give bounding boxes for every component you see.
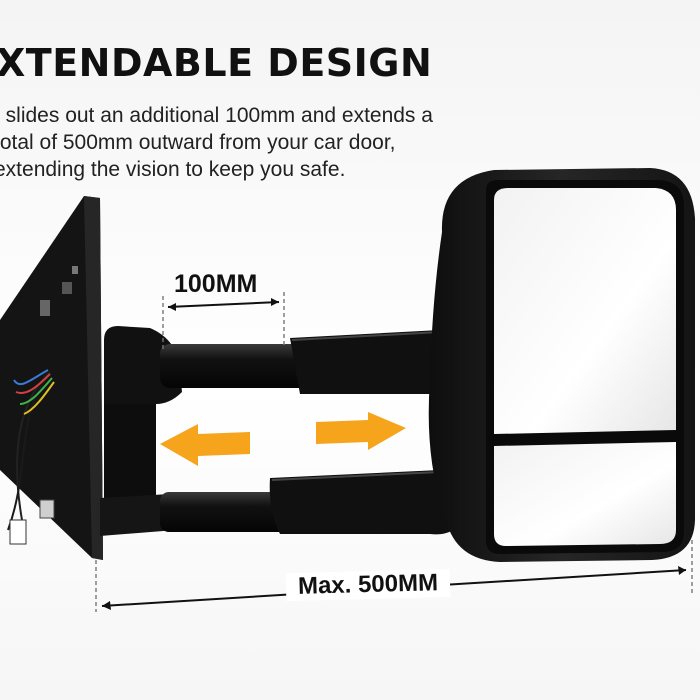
description-line-1: t slides out an additional 100mm and ext…	[0, 104, 433, 127]
lower-extension-arm	[160, 470, 459, 535]
headline: XTENDABLE DESIGN	[0, 41, 433, 85]
max-dimension-label: Max. 500MM	[285, 568, 451, 602]
mirror-glass	[494, 188, 676, 546]
description-line-3: extending the vision to keep you safe.	[0, 158, 346, 181]
wiring-harness	[7, 369, 55, 545]
extension-dimension-label: 100MM	[174, 270, 258, 298]
arrow-right-icon	[316, 412, 406, 450]
upper-extension-arm	[160, 330, 464, 395]
description-line-2: total of 500mm outward from your car doo…	[0, 131, 396, 154]
dimension-line-100mm	[162, 292, 285, 352]
arrow-left-icon	[160, 424, 250, 466]
description-text: t slides out an additional 100mm and ext…	[0, 102, 494, 183]
